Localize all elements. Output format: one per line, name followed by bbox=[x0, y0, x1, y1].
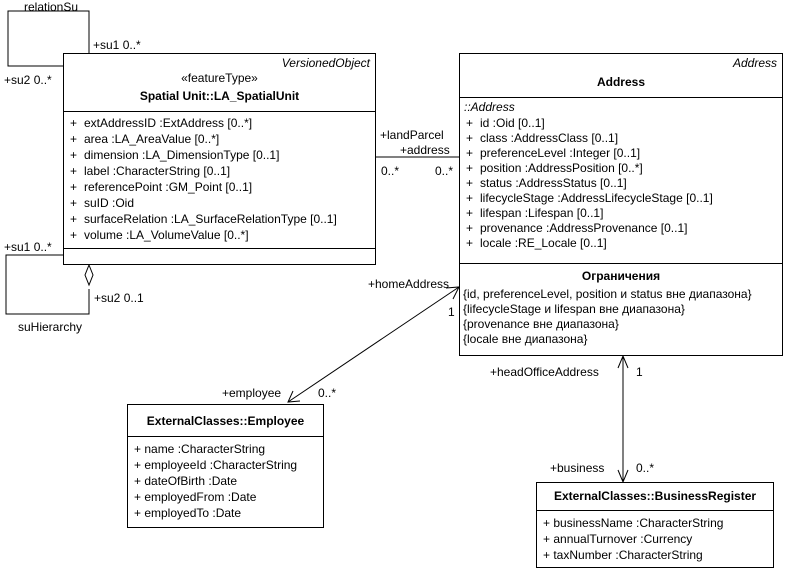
address-parent: ::Address bbox=[464, 100, 515, 114]
home-address-role: +homeAddress bbox=[368, 277, 450, 291]
su-hierarchy-label: suHierarchy bbox=[18, 320, 83, 334]
address-constraint: {provenance вне диапазона} bbox=[463, 317, 619, 331]
address-attribute: +id :Oid [0..1] bbox=[466, 116, 545, 130]
address-stereotype-note: Address bbox=[732, 56, 777, 70]
spatial-unit-attribute: +extAddressID :ExtAddress [0..*] bbox=[70, 116, 253, 130]
spatial-unit-attribute: +area :LA_AreaValue [0..*] bbox=[70, 132, 220, 146]
home-address-line bbox=[287, 286, 460, 403]
su-hierarchy-end1-role: +su1 0..* bbox=[4, 240, 52, 254]
business-register-divider bbox=[537, 510, 773, 511]
spatial-unit-divider bbox=[64, 111, 375, 112]
spatial-unit-attribute: +dimension :LA_DimensionType [0..1] bbox=[70, 148, 280, 162]
employee-attribute: + employeeId :CharacterString bbox=[134, 458, 298, 472]
employee-divider bbox=[128, 436, 323, 437]
business-register-class[interactable]: ExternalClasses::BusinessRegister + busi… bbox=[536, 482, 774, 568]
address-multiplicity: 0..* bbox=[435, 164, 454, 178]
address-name: Address bbox=[596, 75, 646, 89]
spatial-unit-attribute: +volume :LA_VolumeValue [0..*] bbox=[70, 228, 249, 242]
su-hierarchy-line bbox=[5, 254, 90, 315]
relation-su-end2-role: +su2 0..* bbox=[4, 73, 52, 87]
employee-attribute: + employedFrom :Date bbox=[134, 490, 257, 504]
address-attribute: +lifecycleStage :AddressLifecycleStage [… bbox=[466, 191, 713, 205]
business-register-attribute: + businessName :CharacterString bbox=[543, 516, 724, 530]
business-role: +business bbox=[550, 461, 605, 475]
spatial-unit-attribute: +surfaceRelation :LA_SurfaceRelationType… bbox=[70, 212, 337, 226]
land-parcel-multiplicity: 0..* bbox=[381, 164, 400, 178]
address-constraint: {lifecycleStage и lifespan вне диапазона… bbox=[463, 302, 685, 316]
spatial-unit-attribute: +referencePoint :GM_Point [0..1] bbox=[70, 180, 253, 194]
head-office-multiplicity: 1 bbox=[636, 365, 643, 379]
relation-su-line bbox=[7, 10, 90, 67]
address-constraint: {id, preferenceLevel, position и status … bbox=[463, 287, 752, 301]
head-office-role: +headOfficeAddress bbox=[490, 365, 599, 379]
spatial-unit-stereotype: «featureType» bbox=[181, 71, 258, 85]
land-parcel-role: +landParcel bbox=[380, 128, 444, 142]
spatial-unit-attribute: +suID :Oid bbox=[70, 196, 135, 210]
employee-attribute: + employedTo :Date bbox=[134, 506, 242, 520]
business-register-attribute: + taxNumber :CharacterString bbox=[543, 548, 703, 562]
spatial-unit-divider bbox=[64, 248, 375, 249]
business-register-attribute: + annualTurnover :Currency bbox=[543, 532, 693, 546]
employee-attribute: + dateOfBirth :Date bbox=[134, 474, 238, 488]
address-constraint: {locale вне диапазона} bbox=[463, 332, 588, 346]
employee-name: ExternalClasses::Employee bbox=[146, 414, 305, 428]
address-divider bbox=[460, 97, 782, 98]
spatial-unit-stereotype-note: VersionedObject bbox=[281, 56, 370, 70]
employee-class[interactable]: ExternalClasses::Employee + name :Charac… bbox=[127, 404, 324, 528]
address-attribute: +provenance :AddressProvenance [0..1] bbox=[466, 221, 688, 235]
employee-multiplicity: 0..* bbox=[318, 386, 337, 400]
address-attribute: +lifespan :Lifespan [0..1] bbox=[466, 206, 604, 220]
arrow-to-address-up-icon bbox=[617, 354, 629, 369]
business-multiplicity: 0..* bbox=[636, 461, 655, 475]
spatial-unit-class[interactable]: VersionedObject «featureType» Spatial Un… bbox=[63, 53, 376, 265]
employee-role: +employee bbox=[222, 386, 282, 400]
su-hierarchy-end2-role: +su2 0..1 bbox=[94, 291, 144, 305]
relation-su-label: relationSu bbox=[24, 0, 79, 14]
spatial-unit-attribute: +label :CharacterString [0..1] bbox=[70, 164, 231, 178]
address-attribute: +locale :RE_Locale [0..1] bbox=[466, 236, 607, 250]
arrow-to-employee-icon bbox=[287, 390, 301, 403]
address-class[interactable]: Address Address ::Address +id :Oid [0..1… bbox=[459, 53, 783, 356]
address-constraints-title: Ограничения bbox=[581, 269, 661, 283]
address-attribute: +preferenceLevel :Integer [0..1] bbox=[466, 146, 641, 160]
address-attribute: +status :AddressStatus [0..1] bbox=[466, 176, 627, 190]
address-role: +address bbox=[400, 143, 450, 157]
address-divider bbox=[460, 263, 782, 264]
relation-su-end1-role: +su1 0..* bbox=[93, 38, 141, 52]
employee-attribute: + name :CharacterString bbox=[134, 442, 266, 456]
address-attribute: +class :AddressClass [0..1] bbox=[466, 131, 619, 145]
home-address-multiplicity: 1 bbox=[448, 305, 455, 319]
business-register-name: ExternalClasses::BusinessRegister bbox=[553, 489, 757, 503]
address-attribute: +position :AddressPosition [0..*] bbox=[466, 161, 643, 175]
spatial-unit-name: Spatial Unit::LA_SpatialUnit bbox=[139, 89, 300, 103]
aggregation-diamond-icon bbox=[84, 263, 94, 287]
